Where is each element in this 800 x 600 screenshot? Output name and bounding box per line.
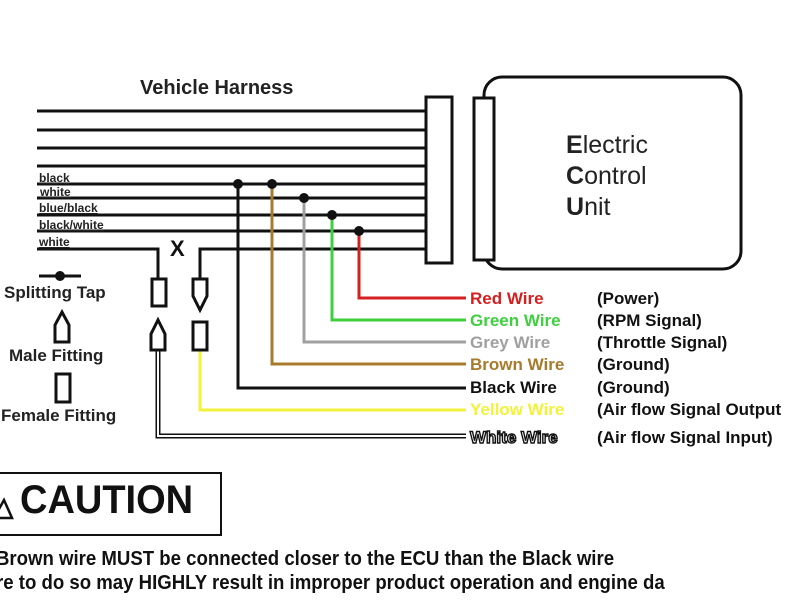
wire-legend: Red Wire (Power) Green Wire (RPM Signal)… (469, 289, 781, 448)
harness-label: white (39, 185, 71, 199)
splitting-tap-dot (327, 210, 337, 220)
harness-label: blue/black (39, 201, 98, 215)
legend-signal: (Air flow Signal Input) (597, 428, 773, 447)
splitting-tap-dot (233, 179, 243, 189)
legend-wire: Red Wire (470, 289, 544, 308)
male-fitting-icon (149, 316, 167, 352)
harness-label: black/white (39, 218, 104, 232)
ecu-connector (472, 96, 496, 262)
legend-signal: (RPM Signal) (597, 311, 702, 330)
harness-label: white (38, 235, 70, 249)
legend-wire: Grey Wire (470, 333, 550, 352)
female-fitting-icon (150, 277, 168, 308)
legend-signal: (Ground) (597, 378, 670, 397)
legend-wire: Green Wire (470, 311, 561, 330)
black-wire (236, 184, 466, 390)
harness-wire-white-cut-left (37, 247, 160, 280)
splitting-tap-label: Splitting Tap (4, 283, 106, 302)
caution-box (0, 472, 222, 536)
harness-label: black (39, 171, 70, 185)
splitting-tap-dot (267, 179, 277, 189)
yellow-wire (198, 350, 466, 412)
male-fitting-label: Male Fitting (9, 346, 103, 365)
female-fitting-key-icon (54, 372, 72, 404)
brown-wire (270, 184, 466, 366)
harness-wires (37, 109, 426, 280)
red-wire (357, 231, 466, 300)
ecu-label-line2: Control (566, 162, 647, 190)
caution-note-line2: re to do so may HIGHLY result in imprope… (0, 572, 665, 594)
female-fitting-icon (191, 320, 209, 352)
legend-wire: Black Wire (470, 378, 557, 397)
harness-connector (424, 95, 454, 265)
legend-wire: White Wire (470, 428, 558, 447)
cut-mark: X (170, 236, 185, 261)
diagram-title: Vehicle Harness (140, 77, 293, 99)
female-fitting-label: Female Fitting (1, 406, 116, 425)
male-fitting-key-icon (53, 308, 71, 344)
harness-wire-white-cut-right (198, 247, 426, 280)
male-fitting-icon (191, 277, 209, 314)
white-wire (157, 350, 466, 437)
legend-signal: (Power) (597, 289, 659, 308)
caution-heading: CAUTION (20, 478, 194, 522)
legend-wire: Brown Wire (470, 355, 564, 374)
splitting-tap-dot (299, 193, 309, 203)
legend-wire: Yellow Wire (470, 400, 564, 419)
warning-triangle-icon (0, 497, 14, 520)
legend-signal: (Air flow Signal Output (597, 400, 781, 419)
splitting-tap-dot (354, 226, 364, 236)
grey-wire (302, 198, 466, 344)
green-wire (330, 215, 466, 322)
ecu-label-line3: Unit (566, 193, 611, 221)
legend-signal: (Ground) (597, 355, 670, 374)
caution-note-line1: Brown wire MUST be connected closer to t… (0, 548, 615, 570)
legend-signal: (Throttle Signal) (597, 333, 727, 352)
splitting-tap-icon-dot (55, 271, 65, 281)
ecu-label-line1: Electric (566, 131, 648, 159)
